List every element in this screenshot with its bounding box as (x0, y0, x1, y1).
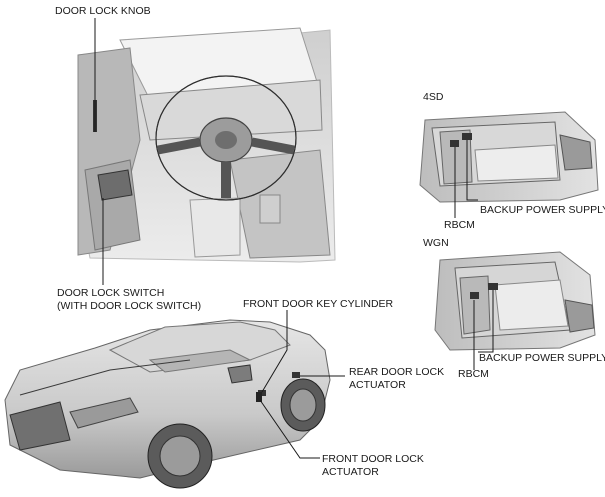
sedan-exterior-illustration (4, 319, 331, 489)
wagon-trunk-illustration (434, 251, 596, 351)
label-wgn-rbcm: RBCM (458, 368, 489, 380)
label-sd-backup-power-supply: BACKUP POWER SUPPLY (480, 204, 605, 216)
label-sd-rbcm: RBCM (444, 219, 475, 231)
sedan-trunk-illustration (419, 111, 599, 203)
label-rear-door-lock-actuator: REAR DOOR LOCK (349, 366, 444, 378)
label-front-door-lock-actuator-sub: ACTUATOR (322, 466, 379, 478)
label-front-door-lock-actuator: FRONT DOOR LOCK (322, 453, 424, 465)
label-door-lock-switch: DOOR LOCK SWITCH (57, 287, 164, 299)
leader-lines (94, 18, 494, 459)
label-rear-door-lock-actuator-sub: ACTUATOR (349, 379, 406, 391)
label-front-door-key-cylinder: FRONT DOOR KEY CYLINDER (243, 298, 394, 310)
label-variant-wgn: WGN (423, 237, 449, 249)
label-door-lock-knob: DOOR LOCK KNOB (55, 5, 151, 17)
label-variant-4sd: 4SD (423, 91, 444, 103)
label-wgn-backup-power-supply: BACKUP POWER SUPPLY (479, 352, 605, 364)
label-door-lock-switch-sub: (WITH DOOR LOCK SWITCH) (57, 300, 201, 312)
interior-illustration (77, 27, 336, 263)
